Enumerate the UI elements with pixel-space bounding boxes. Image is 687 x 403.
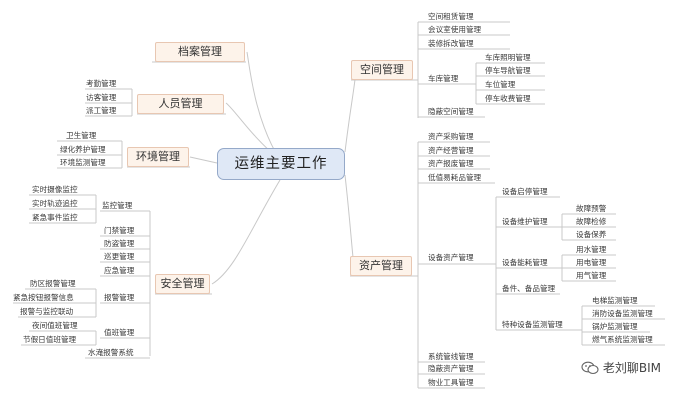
watermark: 老刘聊BIM	[581, 359, 661, 376]
security-item[interactable]: 门禁管理	[104, 226, 135, 235]
alarm-item[interactable]: 紧急按钮报警信息	[13, 293, 74, 302]
branch-personnel[interactable]: 人员管理	[137, 94, 224, 114]
environment-item[interactable]: 环境监测管理	[60, 158, 106, 167]
garage-item[interactable]: 车库照明管理	[485, 53, 531, 62]
equipment-maintenance[interactable]: 设备维护管理	[502, 217, 548, 226]
assets-item[interactable]: 低值易耗品管理	[428, 173, 482, 182]
branch-assets[interactable]: 资产管理	[350, 256, 412, 276]
equipment-energy[interactable]: 设备能耗管理	[502, 258, 548, 267]
duty-item[interactable]: 节假日值班管理	[23, 335, 77, 344]
branch-personnel-label: 人员管理	[158, 97, 203, 110]
branch-space[interactable]: 空间管理	[351, 60, 413, 80]
security-item[interactable]: 水淹报警系统	[88, 348, 134, 357]
maintenance-item[interactable]: 故障检修	[576, 217, 607, 226]
energy-item[interactable]: 用水管理	[576, 245, 607, 254]
monitoring-item[interactable]: 实时摄像监控	[32, 185, 78, 194]
assets-item[interactable]: 物业工具管理	[428, 378, 474, 387]
garage-item[interactable]: 停车导航管理	[485, 66, 531, 75]
personnel-item[interactable]: 访客管理	[86, 93, 117, 102]
assets-item[interactable]: 系统管线管理	[428, 352, 474, 361]
alarm-item[interactable]: 报警与监控联动	[20, 307, 74, 316]
assets-item[interactable]: 隐蔽资产管理	[428, 364, 474, 373]
personnel-item[interactable]: 派工管理	[86, 106, 117, 115]
security-alarm[interactable]: 报警管理	[104, 293, 135, 302]
environment-item[interactable]: 绿化养护管理	[60, 145, 106, 154]
assets-item[interactable]: 资产经营管理	[428, 146, 474, 155]
maintenance-item[interactable]: 故障预警	[576, 204, 607, 213]
personnel-item[interactable]: 考勤管理	[86, 79, 117, 88]
security-duty[interactable]: 值班管理	[104, 328, 135, 337]
security-monitoring[interactable]: 监控管理	[102, 201, 133, 210]
branch-space-label: 空间管理	[360, 63, 404, 76]
space-item[interactable]: 隐蔽空间管理	[428, 107, 474, 116]
root-topic[interactable]: 运维主要工作	[217, 148, 345, 180]
garage-item[interactable]: 停车收费管理	[485, 94, 531, 103]
monitoring-item[interactable]: 实时轨迹追控	[32, 199, 78, 208]
space-item[interactable]: 装修拆改管理	[428, 39, 474, 48]
security-item[interactable]: 应急管理	[104, 266, 135, 275]
security-item[interactable]: 防盗管理	[104, 239, 135, 248]
equipment-item[interactable]: 备件、备品管理	[502, 284, 556, 293]
space-garage[interactable]: 车库管理	[428, 74, 459, 83]
garage-item[interactable]: 车位管理	[485, 80, 516, 89]
special-item[interactable]: 锅炉监测管理	[592, 322, 638, 331]
branch-environment-label: 环境管理	[136, 150, 180, 163]
energy-item[interactable]: 用电管理	[576, 258, 607, 267]
monitoring-item[interactable]: 紧急事件监控	[32, 213, 78, 222]
space-item[interactable]: 会议室使用管理	[428, 25, 482, 34]
energy-item[interactable]: 用气管理	[576, 271, 607, 280]
equipment-item[interactable]: 设备启停管理	[502, 187, 548, 196]
branch-archives-label: 档案管理	[178, 45, 222, 58]
special-item[interactable]: 燃气系统监测管理	[592, 335, 653, 344]
branch-archives[interactable]: 档案管理	[155, 42, 245, 62]
maintenance-item[interactable]: 设备保养	[576, 230, 607, 239]
space-item[interactable]: 空间租赁管理	[428, 12, 474, 21]
duty-item[interactable]: 夜间值班管理	[32, 321, 78, 330]
branch-environment[interactable]: 环境管理	[127, 147, 189, 167]
root-topic-label: 运维主要工作	[234, 156, 328, 172]
equipment-special[interactable]: 特种设备监测管理	[502, 320, 563, 329]
special-item[interactable]: 电梯监测管理	[592, 296, 638, 305]
special-item[interactable]: 消防设备监测管理	[592, 309, 653, 318]
watermark-text: 老刘聊BIM	[602, 361, 661, 375]
alarm-item[interactable]: 防区报警管理	[30, 279, 76, 288]
branch-security-label: 安全管理	[160, 277, 205, 290]
branch-security[interactable]: 安全管理	[155, 274, 210, 294]
branch-assets-label: 资产管理	[359, 259, 403, 272]
assets-equipment[interactable]: 设备资产管理	[428, 253, 474, 262]
security-item[interactable]: 巡更管理	[104, 252, 135, 261]
assets-item[interactable]: 资产采购管理	[428, 132, 474, 141]
environment-item[interactable]: 卫生管理	[66, 131, 97, 140]
assets-item[interactable]: 资产报废管理	[428, 159, 474, 168]
wechat-icon	[581, 361, 599, 375]
